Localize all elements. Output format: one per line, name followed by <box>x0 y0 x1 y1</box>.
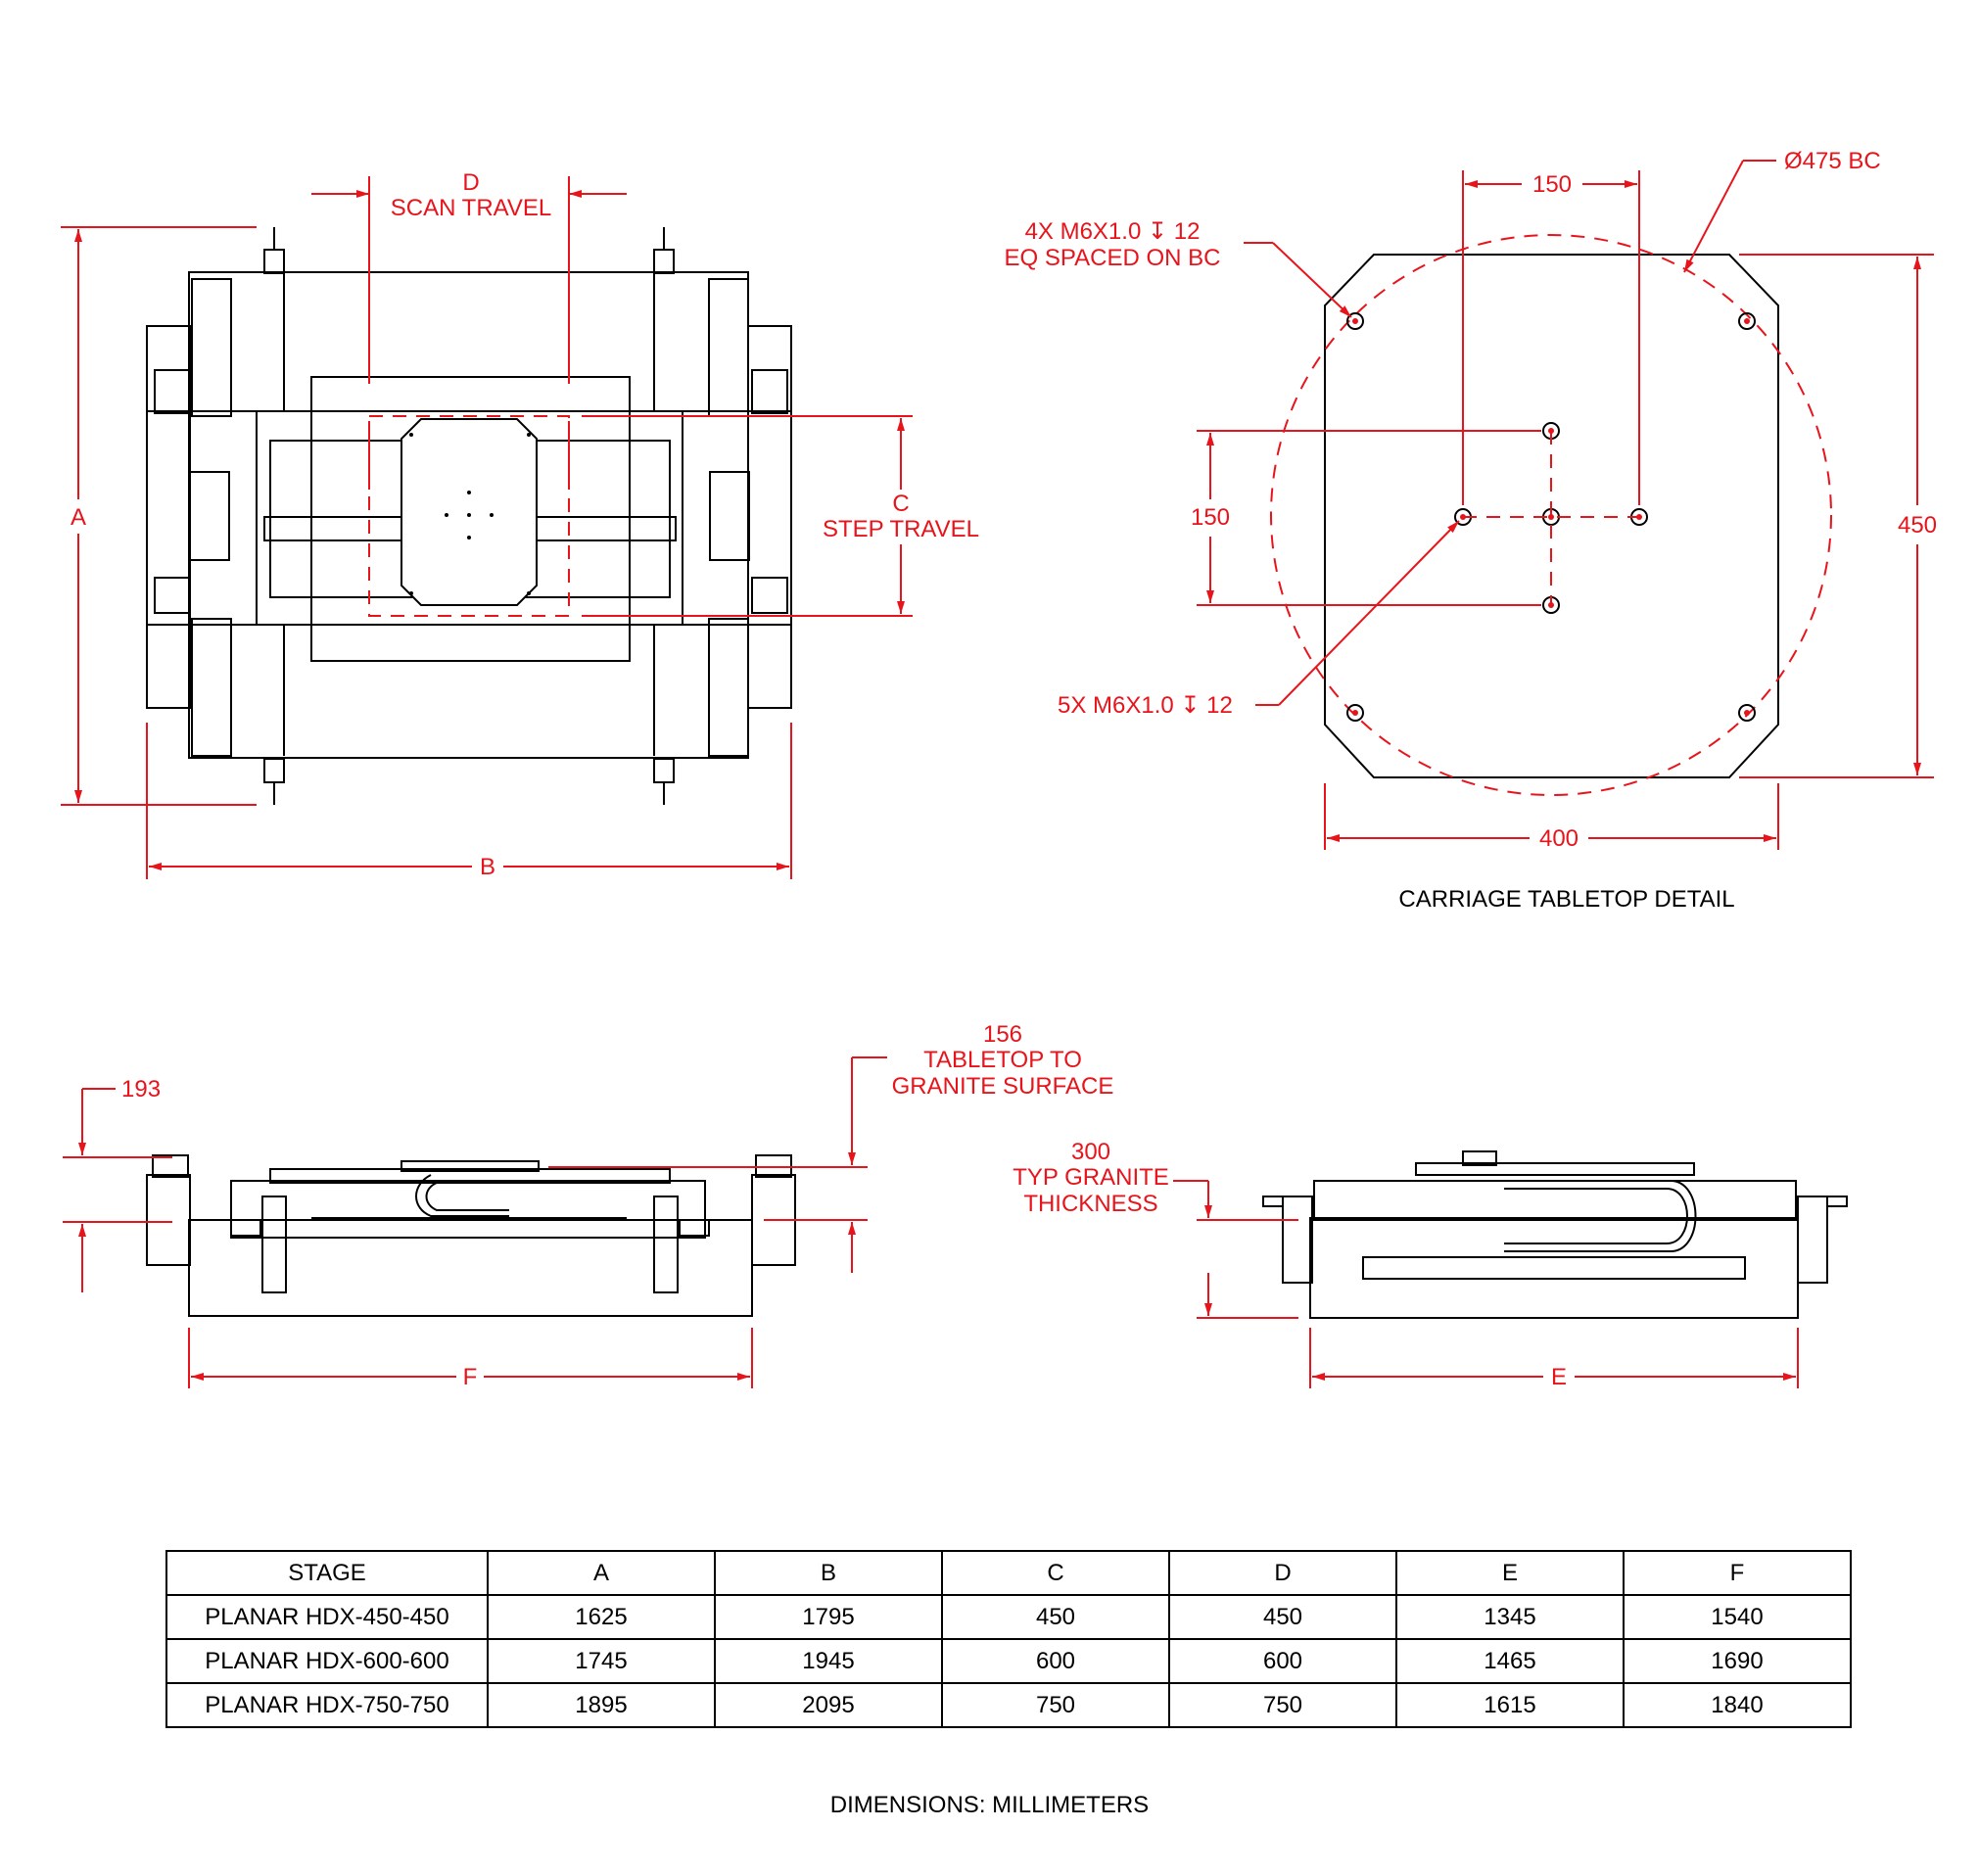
bolt-circle-label: Ø475 BC <box>1784 148 1881 174</box>
table-cell: PLANAR HDX-750-750 <box>165 1682 489 1728</box>
column-header: D <box>1168 1550 1397 1596</box>
detail-title: CARRIAGE TABLETOP DETAIL <box>1398 886 1734 913</box>
table-cell: 450 <box>941 1594 1170 1640</box>
label-f: F <box>463 1364 478 1390</box>
side-view-left: 193 156 TABLETOP TO GRANITE SURFACE F <box>63 1021 1113 1390</box>
units-note: DIMENSIONS: MILLIMETERS <box>829 1792 1150 1818</box>
label-tabletop-line1: TABLETOP TO <box>923 1047 1082 1073</box>
label-d: D <box>462 169 479 196</box>
column-header: E <box>1395 1550 1625 1596</box>
table-cell: 1945 <box>714 1638 943 1684</box>
table-cell: 1465 <box>1395 1638 1625 1684</box>
label-c: C <box>892 491 909 517</box>
dim-left-spacing: 150 <box>1191 504 1230 531</box>
table-cell: 1840 <box>1623 1682 1852 1728</box>
table-cell: PLANAR HDX-450-450 <box>165 1594 489 1640</box>
table-cell: 1690 <box>1623 1638 1852 1684</box>
table-cell: PLANAR HDX-600-600 <box>165 1638 489 1684</box>
label-scan-travel: SCAN TRAVEL <box>391 195 552 221</box>
table-cell: 1615 <box>1395 1682 1625 1728</box>
table-cell: 1625 <box>487 1594 716 1640</box>
table-cell: 1345 <box>1395 1594 1625 1640</box>
callout-4x-line2: EQ SPACED ON BC <box>1005 245 1221 271</box>
column-header: STAGE <box>165 1550 489 1596</box>
label-granite-line1: TYP GRANITE <box>1013 1164 1169 1191</box>
label-e: E <box>1551 1364 1567 1390</box>
hole-pattern <box>1346 312 1756 722</box>
label-b: B <box>480 854 495 880</box>
callout-4x-line1: 4X M6X1.0 ↧ 12 <box>1025 218 1201 245</box>
table-cell: 1895 <box>487 1682 716 1728</box>
table-cell: 750 <box>941 1682 1170 1728</box>
dim-156: 156 <box>983 1021 1022 1048</box>
column-header: B <box>714 1550 943 1596</box>
dim-width: 400 <box>1539 825 1578 852</box>
tabletop-detail: 150 Ø475 BC 4X M6X1.0 ↧ 12 EQ SPACED ON … <box>1005 148 1937 913</box>
table-row: PLANAR HDX-600-600 1745 1945 600 600 146… <box>165 1638 1852 1684</box>
dim-top-spacing: 150 <box>1532 171 1572 198</box>
table-cell: 600 <box>1168 1638 1397 1684</box>
dimensions-table: STAGE A B C D E F PLANAR HDX-450-450 162… <box>165 1550 1852 1728</box>
label-granite-line2: THICKNESS <box>1023 1191 1157 1217</box>
column-header: C <box>941 1550 1170 1596</box>
table-row: PLANAR HDX-750-750 1895 2095 750 750 161… <box>165 1682 1852 1728</box>
table-cell: 1540 <box>1623 1594 1852 1640</box>
table-cell: 1745 <box>487 1638 716 1684</box>
table-cell: 450 <box>1168 1594 1397 1640</box>
table-cell: 750 <box>1168 1682 1397 1728</box>
table-header-row: STAGE A B C D E F <box>165 1550 1852 1596</box>
table-cell: 2095 <box>714 1682 943 1728</box>
callout-5x: 5X M6X1.0 ↧ 12 <box>1058 692 1233 719</box>
dim-height: 450 <box>1898 512 1937 539</box>
column-header: A <box>487 1550 716 1596</box>
top-view: D SCAN TRAVEL C STEP TRAVEL A B <box>61 169 979 880</box>
label-a: A <box>71 504 86 531</box>
column-header: F <box>1623 1550 1852 1596</box>
dim-193: 193 <box>121 1076 161 1102</box>
table-row: PLANAR HDX-450-450 1625 1795 450 450 134… <box>165 1594 1852 1640</box>
dim-300: 300 <box>1071 1139 1110 1165</box>
table-cell: 1795 <box>714 1594 943 1640</box>
label-step-travel: STEP TRAVEL <box>823 516 979 542</box>
table-cell: 600 <box>941 1638 1170 1684</box>
side-view-right: 300 TYP GRANITE THICKNESS E <box>1013 1139 1848 1390</box>
label-tabletop-line2: GRANITE SURFACE <box>892 1073 1114 1100</box>
